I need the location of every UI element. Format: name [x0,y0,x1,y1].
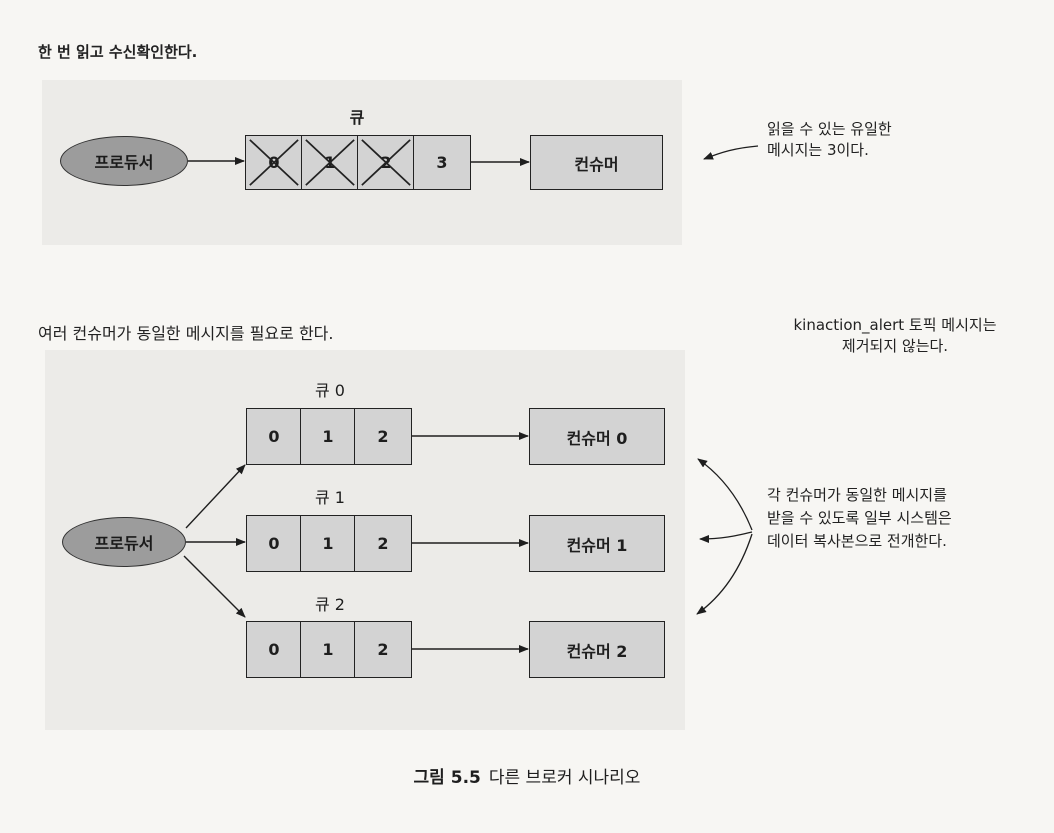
figure-title: 다른 브로커 시나리오 [488,768,641,788]
bottom-producer-label: 프로듀서 [94,534,154,553]
retention-note-line: kinaction_alert 토픽 메시지는 [793,316,997,334]
cell-value: 2 [377,427,389,446]
queue-0-cell: 0 [246,408,302,465]
retention-note-line: 제거되지 않는다. [841,337,949,355]
pointer-arrow-consumer-2 [696,533,753,615]
cell-value: 0 [268,534,280,553]
fanout-note-line: 받을 수 있도록 일부 시스템은 [767,509,952,527]
top-cell-value: 3 [436,153,448,172]
pointer-arrow-consumer-0 [697,458,753,531]
consumer-2-node: 컨슈머 2 [529,621,665,678]
queue-1-cell: 2 [354,515,412,572]
consumer-0-label: 컨슈머 0 [566,428,628,448]
cell-value: 0 [268,427,280,446]
cross-mark-icon [249,139,299,186]
queue-1-cell: 0 [246,515,302,572]
fanout-note: 각 컨슈머가 동일한 메시지를 받을 수 있도록 일부 시스템은 데이터 복사본… [767,484,952,553]
top-queue-label: 큐 [349,108,365,127]
consumer-0-node: 컨슈머 0 [529,408,665,465]
top-consumer-node: 컨슈머 [530,135,663,190]
top-queue-cell-3: 3 [413,135,471,190]
bottom-heading: 여러 컨슈머가 동일한 메시지를 필요로 한다. [38,324,334,343]
top-note: 읽을 수 있는 유일한 메시지는 3이다. [767,119,892,161]
top-queue-cell-0: 0 [245,135,303,190]
queue-2-label: 큐 2 [315,595,345,614]
cell-value: 2 [377,640,389,659]
top-note-line: 메시지는 3이다. [767,141,869,159]
cross-mark-icon [305,139,355,186]
cell-value: 1 [322,534,334,553]
top-consumer-label: 컨슈머 [574,154,619,174]
fanout-note-line: 각 컨슈머가 동일한 메시지를 [767,486,947,504]
pointer-arrow-consumer-1 [699,531,753,543]
top-producer-label: 프로듀서 [94,153,154,172]
consumer-1-node: 컨슈머 1 [529,515,665,572]
queue-2-cell: 1 [300,621,356,678]
top-note-line: 읽을 수 있는 유일한 [767,120,892,138]
queue-0-label: 큐 0 [315,381,345,400]
pointer-arrow-top-note [703,145,759,160]
queue-0-cell: 1 [300,408,356,465]
queue-2-cell: 2 [354,621,412,678]
cell-value: 1 [322,427,334,446]
top-queue-cell-1: 1 [301,135,359,190]
fanout-note-line: 데이터 복사본으로 전개한다. [767,532,947,550]
queue-2-cell: 0 [246,621,302,678]
cross-mark-icon [361,139,411,186]
bottom-producer-node: 프로듀서 [62,517,186,567]
cell-value: 0 [268,640,280,659]
queue-0-cell: 2 [354,408,412,465]
consumer-2-label: 컨슈머 2 [566,641,628,661]
queue-1-label: 큐 1 [315,488,345,507]
retention-note: kinaction_alert 토픽 메시지는 제거되지 않는다. [770,315,1020,357]
top-heading: 한 번 읽고 수신확인한다. [38,43,198,61]
cell-value: 1 [322,640,334,659]
figure-caption: 그림 5.5 다른 브로커 시나리오 [0,763,1054,788]
consumer-1-label: 컨슈머 1 [566,535,628,555]
cell-value: 2 [377,534,389,553]
top-producer-node: 프로듀서 [60,136,188,186]
figure-number: 그림 5.5 [413,768,481,788]
queue-1-cell: 1 [300,515,356,572]
top-queue-cell-2: 2 [357,135,415,190]
